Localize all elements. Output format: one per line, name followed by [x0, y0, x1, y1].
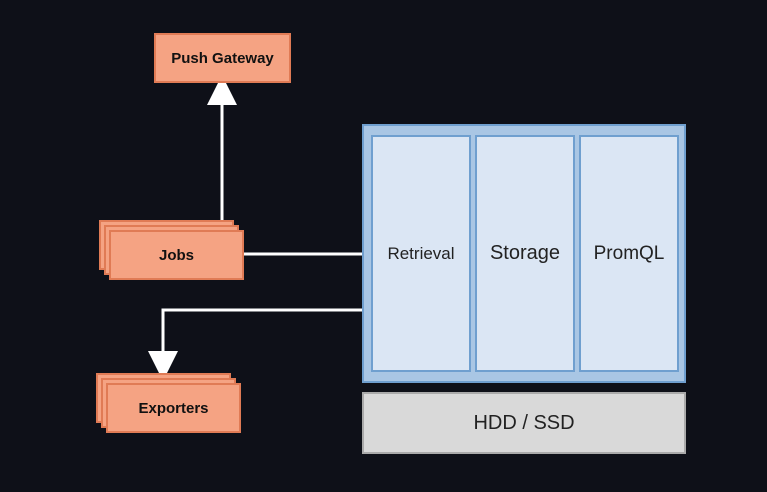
storage-panel: Storage — [475, 135, 575, 372]
push-gateway-box: Push Gateway — [154, 33, 291, 83]
prometheus-server: Retrieval Storage PromQL — [362, 124, 686, 383]
jobs-box: Jobs — [109, 230, 244, 280]
promql-label: PromQL — [593, 242, 665, 264]
server-to-exporters-arrow — [148, 308, 362, 381]
retrieval-panel: Retrieval — [371, 135, 471, 372]
disk-label: HDD / SSD — [473, 411, 575, 434]
promql-panel: PromQL — [579, 135, 679, 372]
storage-label: Storage — [489, 242, 561, 264]
jobs-label: Jobs — [158, 246, 194, 264]
disk-box: HDD / SSD — [362, 392, 686, 454]
exporters-label: Exporters — [138, 399, 209, 417]
retrieval-label: Retrieval — [387, 243, 455, 263]
push-gateway-label: Push Gateway — [171, 49, 274, 67]
exporters-box: Exporters — [106, 383, 241, 433]
